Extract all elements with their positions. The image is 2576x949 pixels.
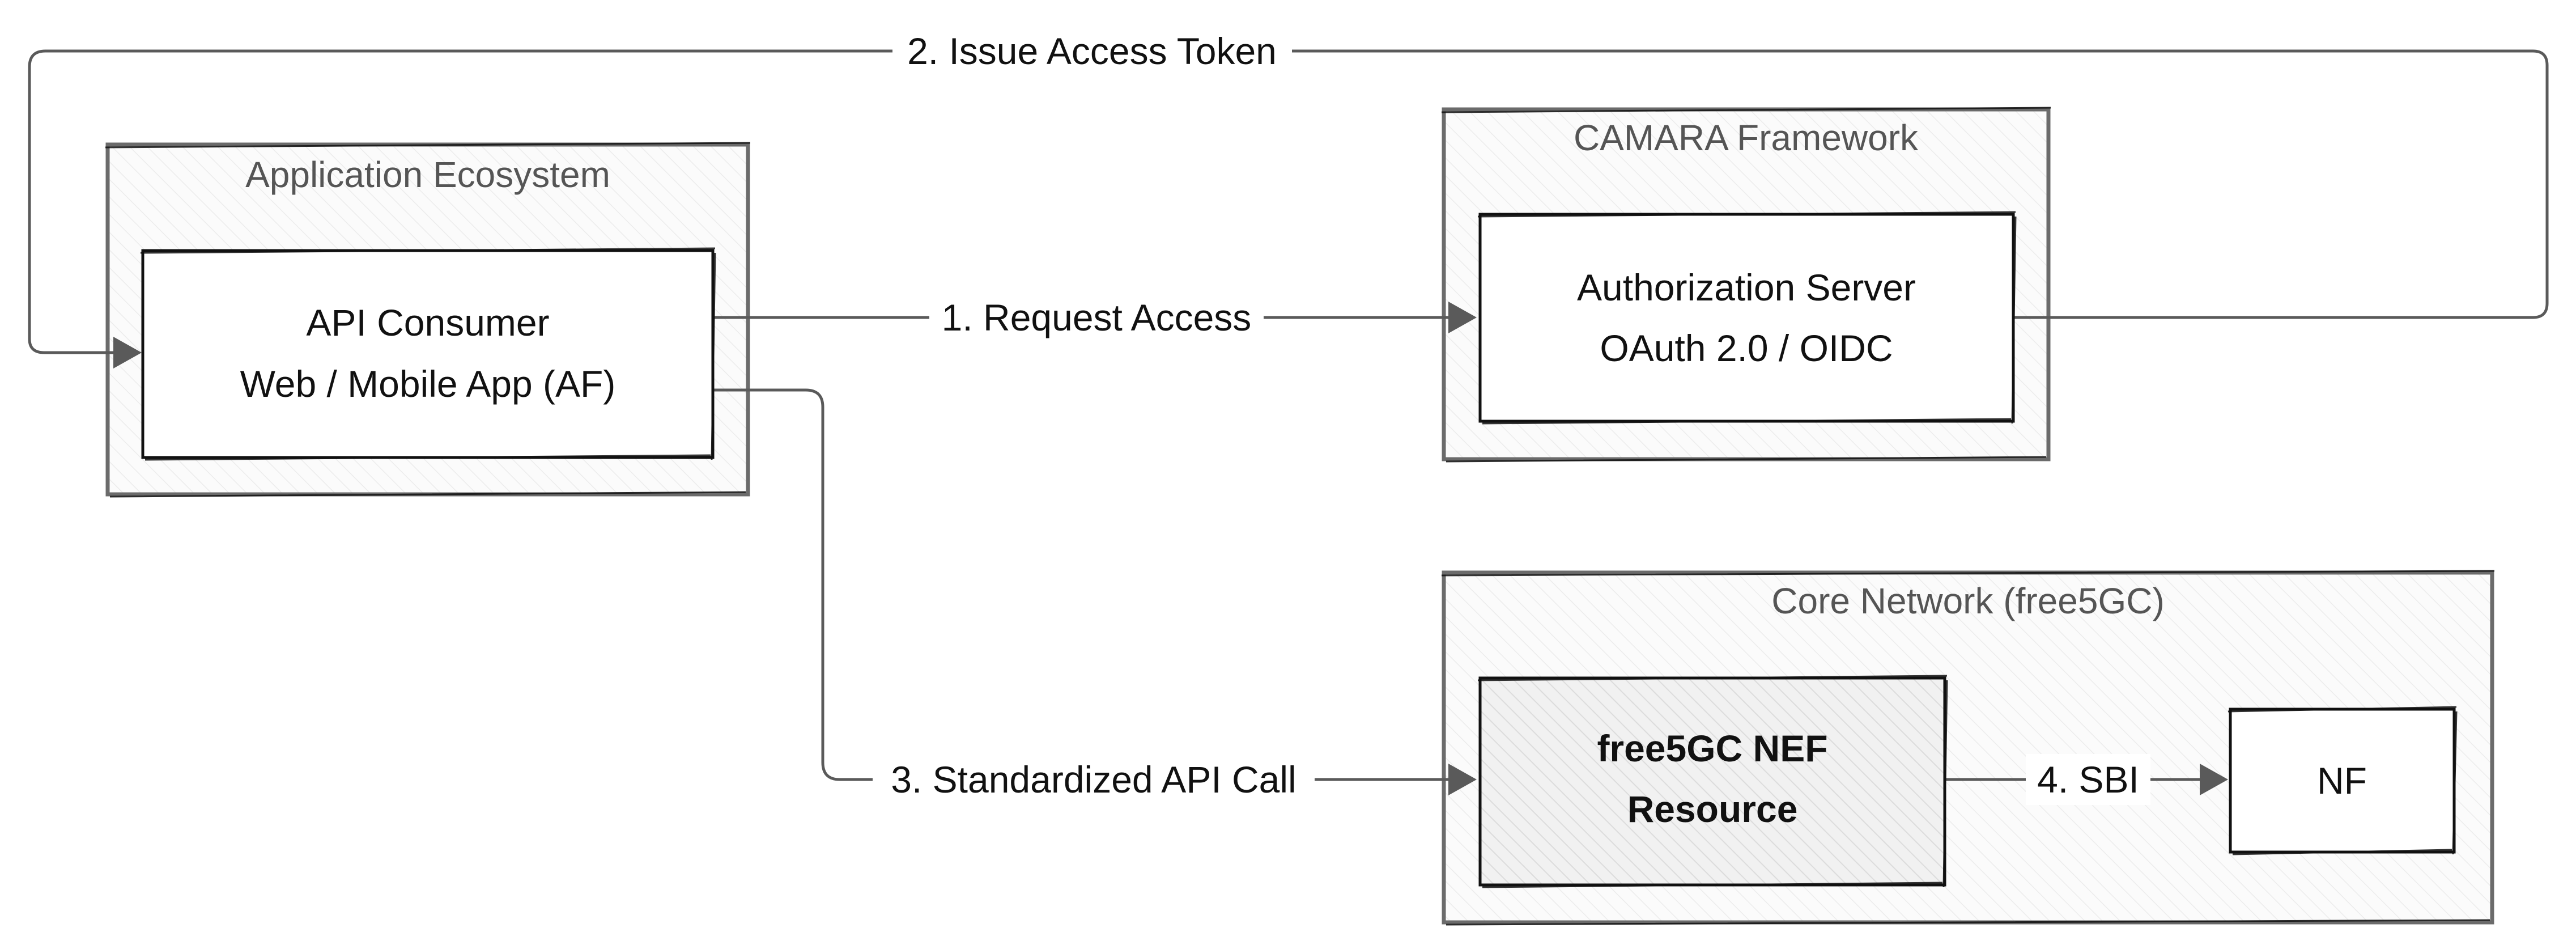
node-label-api-consumer-line2: Web / Mobile App (AF)	[240, 363, 616, 405]
group-label-camara-framework: CAMARA Framework	[1574, 117, 1919, 158]
node-label-auth-server-line2: OAuth 2.0 / OIDC	[1600, 327, 1893, 369]
edge-label-request-access: 1. Request Access	[942, 296, 1252, 338]
edge-request-access: 1. Request Access	[713, 292, 1477, 343]
group-label-core-network: Core Network (free5GC)	[1771, 581, 2165, 621]
node-nf: NF	[2228, 706, 2458, 855]
node-label-nef-line2: Resource	[1627, 788, 1798, 830]
edge-sbi: 4. SBI	[1945, 754, 2228, 805]
edge-label-sbi: 4. SBI	[2037, 759, 2139, 800]
edge-standardized-api-call: 3. Standardized API Call	[713, 388, 1477, 805]
node-label-auth-server-line1: Authorization Server	[1577, 266, 1916, 308]
edge-issue-access-token: 2. Issue Access Token	[28, 26, 2549, 368]
edge-label-standardized-api-call: 3. Standardized API Call	[891, 759, 1296, 800]
node-label-nf: NF	[2317, 760, 2367, 802]
edge-label-issue-access-token: 2. Issue Access Token	[907, 30, 1277, 72]
node-api-consumer: API Consumer Web / Mobile App (AF)	[140, 247, 716, 461]
group-label-application-ecosystem: Application Ecosystem	[245, 154, 610, 195]
node-free5gc-nef: free5GC NEF Resource	[1477, 675, 1948, 888]
node-label-api-consumer-line1: API Consumer	[306, 302, 549, 344]
node-authorization-server: Authorization Server OAuth 2.0 / OIDC	[1477, 211, 2017, 425]
node-label-nef-line1: free5GC NEF	[1597, 727, 1827, 769]
